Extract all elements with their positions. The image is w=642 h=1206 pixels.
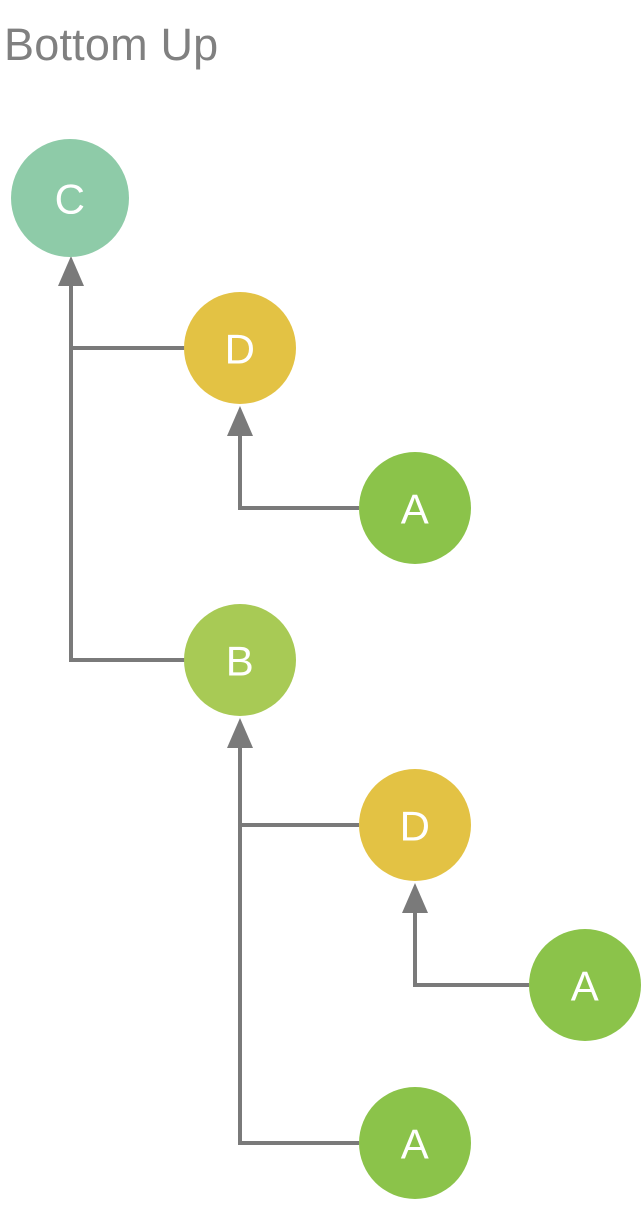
arrow-up-icon: [227, 718, 253, 748]
arrow-up-icon: [402, 883, 428, 913]
node-a-upper[interactable]: A: [359, 452, 471, 564]
node-d-upper[interactable]: D: [184, 292, 296, 404]
node-label: A: [401, 486, 430, 533]
node-label: D: [400, 803, 431, 850]
node-label: A: [571, 963, 600, 1010]
node-b-mid[interactable]: B: [184, 604, 296, 716]
edge-a-bottom-to-b: [238, 734, 359, 1145]
node-shape[interactable]: [529, 929, 641, 1041]
node-shape[interactable]: [184, 604, 296, 716]
page-title: Bottom Up: [4, 19, 218, 70]
edge-path: [238, 422, 359, 510]
edge-path: [69, 272, 240, 662]
edge-path: [238, 734, 359, 1145]
edge-layer: [58, 256, 529, 1145]
node-layer: C D A B D A: [11, 139, 641, 1199]
edge-a-to-d-upper: [227, 406, 359, 510]
node-shape[interactable]: [359, 769, 471, 881]
edge-a-right-to-d: [402, 883, 529, 987]
node-c-root[interactable]: C: [11, 139, 129, 257]
node-d-lower[interactable]: D: [359, 769, 471, 881]
node-label: C: [55, 176, 86, 223]
node-shape[interactable]: [359, 452, 471, 564]
edge-path: [413, 899, 529, 987]
node-shape[interactable]: [184, 292, 296, 404]
node-label: B: [226, 638, 255, 685]
edge-d-lower-to-b: [227, 718, 359, 827]
node-label: D: [225, 326, 256, 373]
arrow-up-icon: [58, 256, 84, 286]
arrow-up-icon: [227, 406, 253, 436]
node-shape[interactable]: [359, 1087, 471, 1199]
node-shape[interactable]: [11, 139, 129, 257]
node-a-bottom[interactable]: A: [359, 1087, 471, 1199]
edge-b-to-c: [58, 256, 240, 662]
node-a-lower-right[interactable]: A: [529, 929, 641, 1041]
node-label: A: [401, 1121, 430, 1168]
edge-path: [238, 734, 359, 827]
